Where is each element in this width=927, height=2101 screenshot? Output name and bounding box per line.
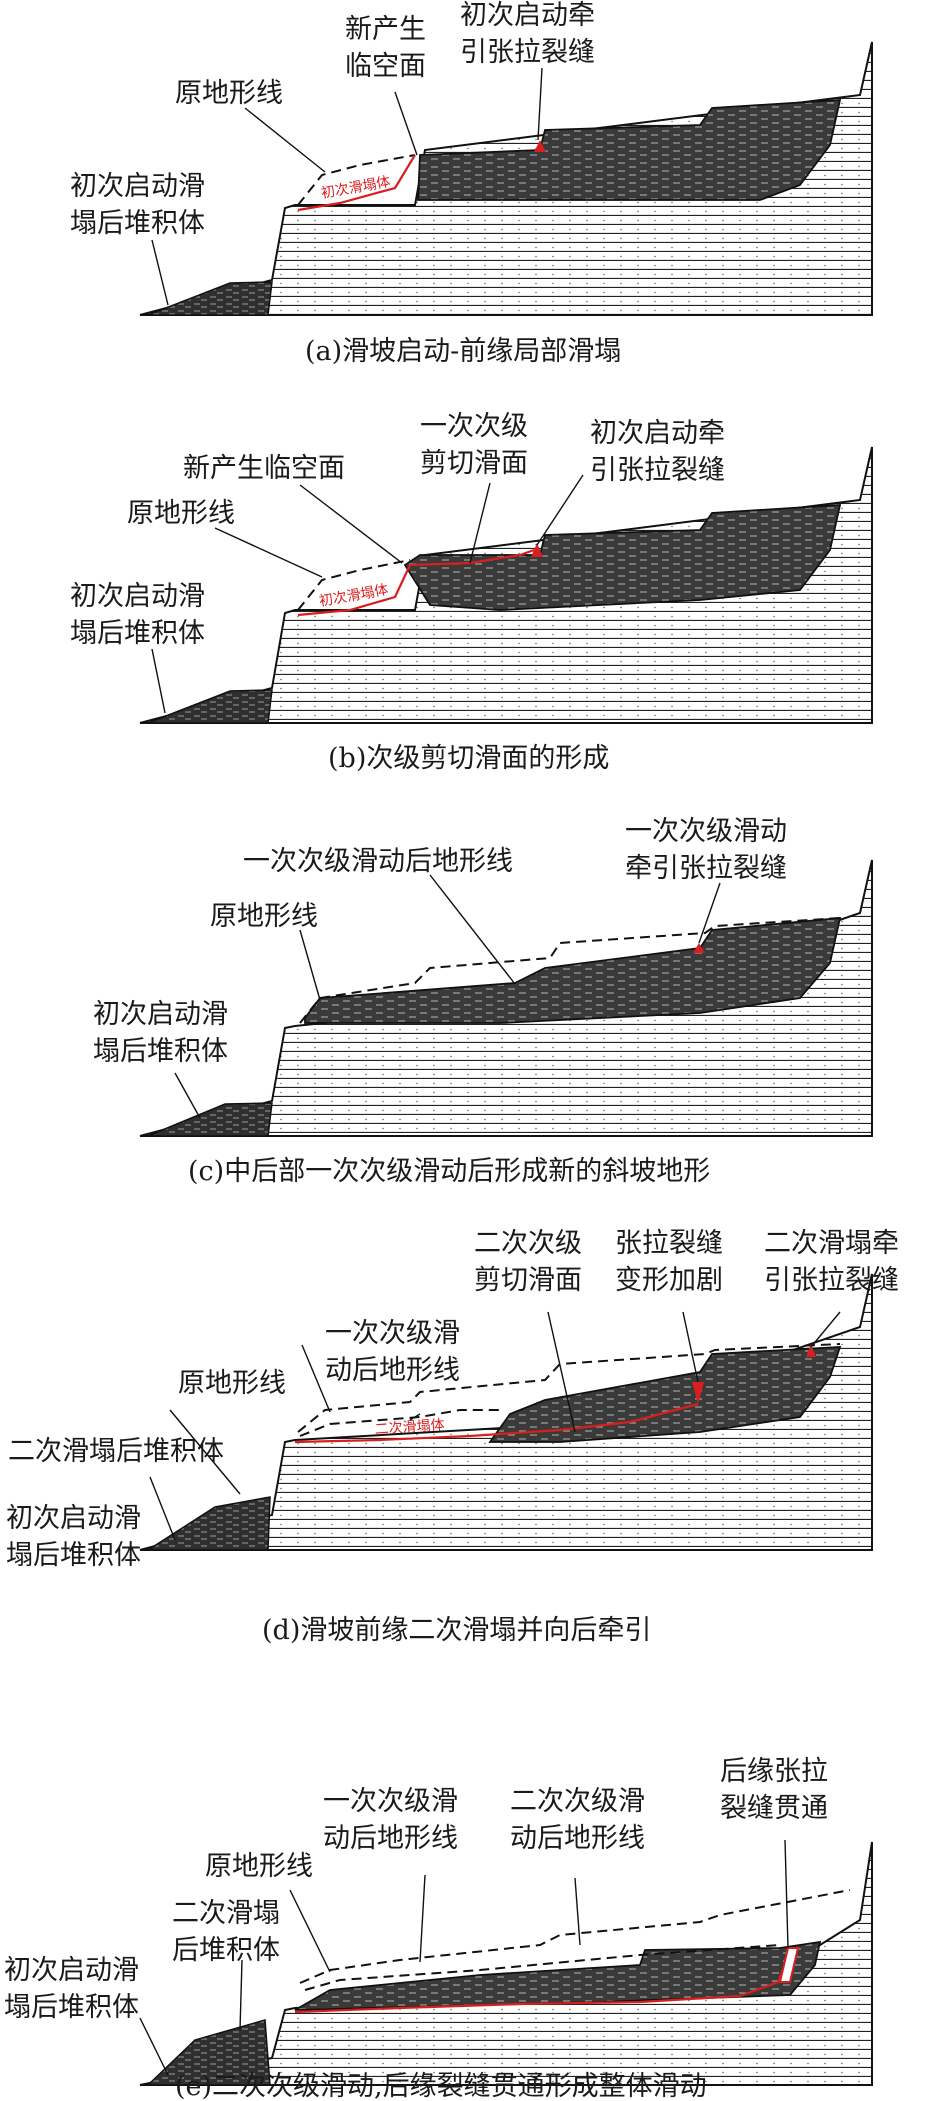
leaders-d	[149, 1311, 841, 1541]
after-first-line-label-e-1: 一次次级滑	[323, 1786, 458, 1817]
after-first-line-label-c: 一次次级滑动后地形线	[243, 846, 513, 877]
tension-crack-a	[534, 140, 546, 152]
first-crack-label-c-2: 牵引张拉裂缝	[625, 853, 787, 884]
slide-mass-a	[417, 99, 842, 201]
after-first-line-e	[304, 1944, 781, 1991]
initial-crack-label-b-2: 引张拉裂缝	[590, 455, 725, 486]
initial-deposit-label-e-1: 初次启动滑	[4, 1955, 139, 1986]
crack-intensified-label-d-2: 变形加剧	[615, 1265, 723, 1296]
new-free-face-label-a-2: 临空面	[345, 51, 426, 82]
original-terrain-label-e: 原地形线	[205, 1851, 313, 1882]
caption-c: (c)中后部一次次级滑动后形成新的斜坡地形	[188, 1156, 710, 1187]
caption-d: (d)滑坡前缘二次滑塌并向后牵引	[262, 1615, 651, 1646]
second-crack-d	[806, 1344, 816, 1357]
tension-crack-c	[693, 943, 705, 953]
panel-d: 二次滑塌体 二次次级 剪切滑面 张拉裂缝 变形加剧 二次滑塌牵 引张拉裂缝 一次…	[6, 1228, 899, 1646]
second-deposit-label-d: 二次滑塌后堆积体	[8, 1436, 224, 1467]
panel-e: 一次次级滑 动后地形线 二次次级滑 动后地形线 后缘张拉 裂缝贯通 原地形线 二…	[4, 1756, 873, 2101]
secondary-shear-label-b-1: 一次次级	[420, 411, 528, 442]
initial-deposit-label-b-2: 塌后堆积体	[70, 618, 205, 649]
original-terrain-label-c: 原地形线	[210, 901, 318, 932]
secondary-shear-b	[409, 548, 535, 567]
new-free-face-label-b: 新产生临空面	[183, 453, 345, 484]
initial-deposit-label-e-2: 塌后堆积体	[4, 1992, 139, 2023]
slide-mass-d	[488, 1346, 842, 1443]
leaders-e	[139, 1839, 789, 2076]
original-terrain-label-b: 原地形线	[127, 498, 235, 529]
initial-deposit-e	[146, 2019, 271, 2086]
initial-crack-label-b-1: 初次启动牵	[590, 418, 725, 449]
initial-crack-label-a-2: 引张拉裂缝	[460, 37, 595, 68]
panel-c: 一次次级滑动后地形线 一次次级滑动 牵引张拉裂缝 原地形线 初次启动滑 塌后堆积…	[93, 816, 873, 1187]
initial-crack-label-a-1: 初次启动牵	[460, 0, 595, 31]
leaders-c	[174, 874, 721, 1119]
initial-deposit-label-a-2: 塌后堆积体	[70, 208, 205, 239]
rear-crack-label-e-2: 裂缝贯通	[720, 1793, 828, 1824]
original-terrain-label-d: 原地形线	[178, 1368, 286, 1399]
second-shear-label-d-2: 剪切滑面	[474, 1265, 582, 1296]
original-terrain-line-c	[299, 917, 841, 1024]
caption-a: (a)滑坡启动-前缘局部滑塌	[305, 336, 621, 367]
slide-surface-b	[297, 564, 411, 617]
tension-crack-d	[692, 1382, 704, 1404]
slide-mass-b	[403, 504, 842, 611]
second-deposit-label-e-1: 二次滑塌	[172, 1898, 280, 1929]
initial-deposit-b	[147, 689, 273, 724]
original-terrain-line-b	[297, 559, 411, 611]
leaders-b	[151, 474, 584, 714]
initial-deposit-label-c-2: 塌后堆积体	[93, 1036, 228, 1067]
original-terrain-label-a: 原地形线	[175, 78, 283, 109]
new-free-face-label-a-1: 新产生	[345, 14, 426, 45]
after-first-line-label-e-2: 动后地形线	[323, 1823, 458, 1854]
after-first-line-label-d-2: 动后地形线	[325, 1355, 460, 1386]
initial-deposit-label-b-1: 初次启动滑	[70, 581, 205, 612]
after-second-line-label-e-1: 二次次级滑	[510, 1786, 645, 1817]
initial-deposit-d	[145, 1496, 271, 1551]
original-terrain-line-a	[297, 154, 416, 206]
leaders-a	[151, 67, 543, 306]
panel-b: 初次滑塌体 新产生临空面 一次次级 剪切滑面 初次启动牵 引张拉裂缝 原地形线 …	[70, 411, 873, 774]
second-crack-label-d-2: 引张拉裂缝	[764, 1265, 899, 1296]
panel-a: 初次滑塌体 原地形线 新产生 临空面 初次启动牵 引张拉裂缝 初次启动滑 塌后堆…	[70, 0, 873, 367]
first-crack-label-c-1: 一次次级滑动	[625, 816, 787, 847]
slide-surface-a	[297, 154, 416, 212]
caption-e: (e)二次次级滑动,后缘裂缝贯通形成整体滑动	[175, 2071, 707, 2101]
second-shear-d	[294, 1402, 699, 1444]
crack-intensified-label-d-1: 张拉裂缝	[615, 1228, 723, 1259]
caption-b: (b)次级剪切滑面的形成	[328, 743, 609, 774]
after-second-line-label-e-2: 动后地形线	[510, 1823, 645, 1854]
rear-crack-label-e-1: 后缘张拉	[720, 1756, 828, 1787]
slide-body-label-b: 初次滑塌体	[318, 581, 390, 610]
original-terrain-line-e	[299, 1889, 851, 1984]
initial-deposit-label-d-1: 初次启动滑	[6, 1503, 141, 1534]
tension-crack-b	[531, 543, 543, 557]
initial-deposit-label-c-1: 初次启动滑	[93, 999, 228, 1030]
second-crack-label-d-1: 二次滑塌牵	[764, 1228, 899, 1259]
initial-deposit-label-d-2: 塌后堆积体	[6, 1540, 141, 1571]
secondary-shear-label-b-2: 剪切滑面	[420, 448, 528, 479]
original-terrain-line-d	[297, 1343, 841, 1433]
second-shear-label-d-1: 二次次级	[474, 1228, 582, 1259]
initial-deposit-c	[147, 1102, 273, 1137]
initial-deposit-a	[147, 281, 273, 316]
slide-surface-e	[294, 1951, 792, 2014]
slide-body-label-d: 二次滑塌体	[374, 1416, 445, 1438]
second-deposit-label-e-2: 后堆积体	[172, 1935, 280, 1966]
initial-deposit-label-a-1: 初次启动滑	[70, 171, 205, 202]
after-first-line-label-d-1: 一次次级滑	[325, 1318, 460, 1349]
rear-crack-e	[778, 1947, 800, 1983]
after-first-line-d	[299, 1409, 500, 1437]
